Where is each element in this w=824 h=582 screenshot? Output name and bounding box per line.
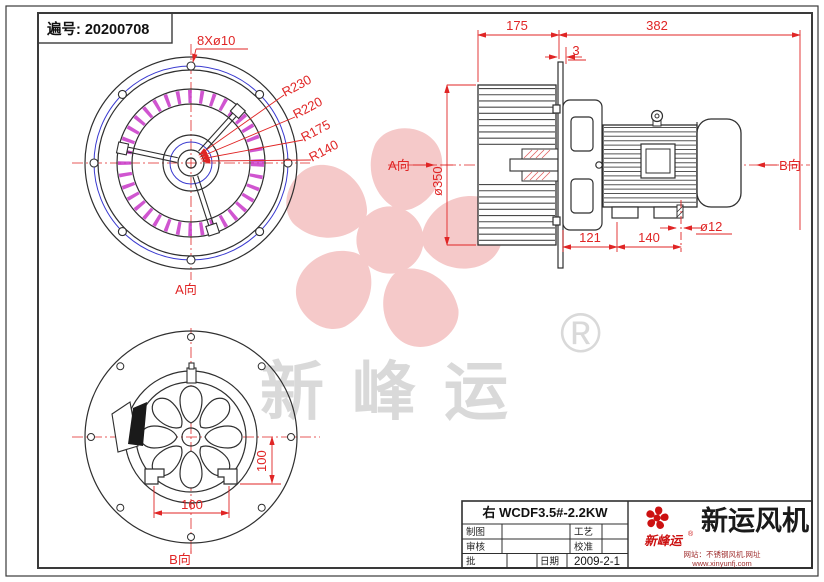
motor — [602, 109, 742, 219]
dim-140: 140 — [638, 230, 660, 245]
front-blade-ring — [118, 90, 264, 236]
watermark-brand-text: 新峰运 — [260, 356, 536, 428]
mounting-plate — [557, 61, 564, 269]
front-leaders — [192, 48, 312, 164]
eye-bolt-icon — [650, 109, 664, 123]
front-direction-label: A向 — [175, 282, 197, 297]
front-r220-label: R220 — [290, 94, 324, 122]
dim-3: 3 — [572, 43, 579, 58]
side-direction-b: B向 — [779, 158, 801, 173]
field-check: 审核 — [466, 541, 486, 553]
company-logo-text: 新峰运 — [644, 534, 683, 548]
field-date-label: 日期 — [540, 557, 559, 568]
company-tagline: 网站：不锈钢风机.网址 — [683, 549, 761, 559]
date-value: 2009-2-1 — [574, 556, 620, 568]
motor-foot — [611, 206, 639, 219]
dim-dia12: ø12 — [700, 219, 722, 234]
side-direction-a: A向 — [388, 158, 410, 173]
model-designation: 右 WCDF3.5#-2.2KW — [482, 505, 609, 520]
field-draw: 制图 — [466, 526, 485, 538]
field-process: 工艺 — [574, 527, 593, 538]
doc-number-box — [37, 12, 173, 44]
company-logo-icon — [645, 507, 669, 531]
doc-number-label: 遍号: 20200708 — [46, 20, 149, 38]
front-bolt-holes — [89, 61, 293, 265]
back-view: 100 160 B向 — [72, 328, 320, 567]
side-view: 175 382 3 ø350 A向 B向 121 140 ø12 — [388, 18, 810, 269]
company-name: 新运风机 — [701, 505, 809, 536]
company-registered-mark: ® — [688, 530, 694, 538]
motor-nameplate — [640, 143, 676, 179]
watermark-registered-mark: ® — [560, 301, 601, 364]
dim-100: 100 — [254, 450, 269, 472]
motor-end-cap — [696, 118, 742, 208]
back-dimension-lines — [153, 436, 281, 554]
grille-fitting — [186, 362, 197, 384]
company-website: www.xinyunfj.com — [691, 559, 752, 568]
dim-121: 121 — [579, 230, 601, 245]
sheet-frame — [5, 5, 819, 577]
front-centerlines — [72, 44, 310, 280]
title-block: 右 WCDF3.5#-2.2KW 制图 工艺 审核 校准 批 日期 2009-2… — [461, 500, 813, 569]
back-direction-label: B向 — [169, 552, 191, 567]
field-approve: 批 — [466, 556, 476, 568]
side-dimension-lines — [413, 30, 801, 252]
field-calibrate: 校准 — [574, 541, 594, 553]
front-r230-label: R230 — [279, 72, 313, 100]
front-view: 8Xø10 R230 R220 R175 R140 A向 — [72, 33, 341, 297]
front-spokes — [115, 103, 246, 237]
dim-dia350: ø350 — [430, 166, 445, 196]
foot-bolt-hole — [676, 204, 684, 219]
clamp-handle — [128, 402, 147, 446]
dim-160: 160 — [181, 497, 203, 512]
back-bolt-holes — [87, 333, 295, 541]
front-bolt-dim-label: 8Xø10 — [197, 33, 235, 48]
dim-175: 175 — [506, 18, 528, 33]
motor-bracket — [552, 99, 603, 231]
motor-foot — [653, 206, 681, 219]
mounting-feet — [144, 468, 238, 485]
dim-382: 382 — [646, 18, 668, 33]
hub-assembly — [509, 148, 559, 182]
watermark: ® 新峰运 — [260, 128, 601, 428]
company-block: 新峰运 ® 新运风机 网站：不锈钢风机.网址 www.xinyunfj.com — [644, 505, 809, 568]
back-centerlines — [72, 328, 320, 554]
